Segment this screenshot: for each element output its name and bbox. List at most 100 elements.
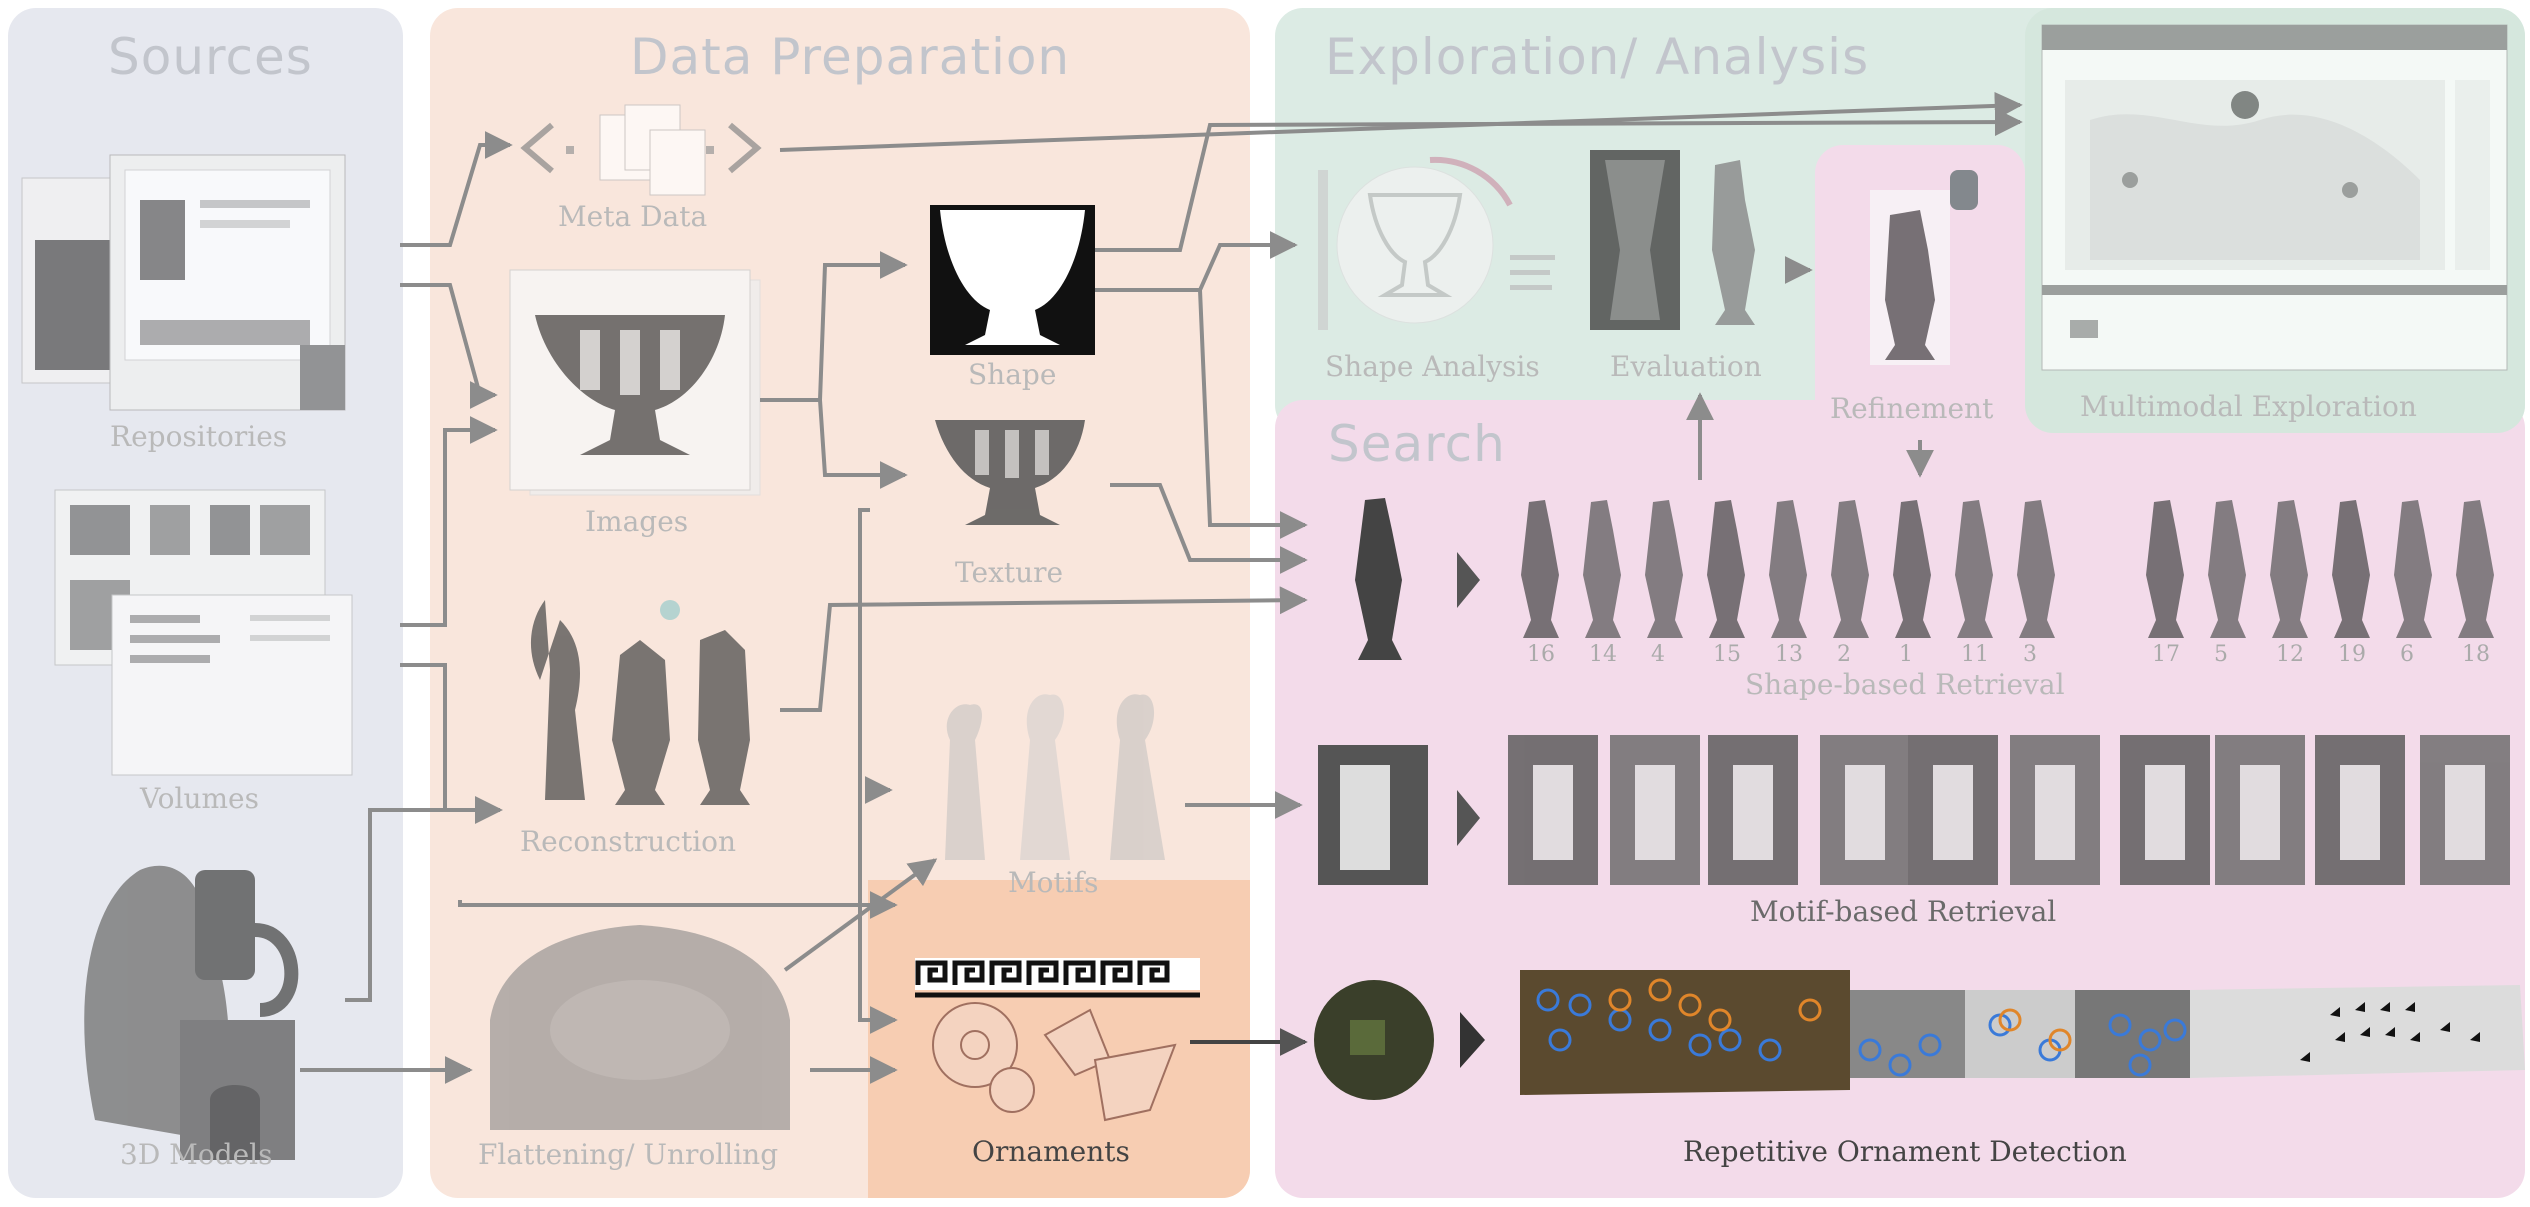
motif-query-image [1318, 745, 1480, 885]
ornaments-image [915, 958, 1200, 1122]
detection-marker-black [2440, 1022, 2450, 1032]
detection-marker-blue [2138, 1028, 2162, 1052]
detection-marker-blue [1758, 1038, 1782, 1062]
images-label: Images [585, 505, 689, 538]
detection-marker-blue [1568, 993, 1592, 1017]
detection-marker-black [2410, 1032, 2420, 1042]
flattening-image [490, 925, 790, 1130]
detection-marker-blue [1858, 1038, 1882, 1062]
images-picture [509, 269, 761, 496]
search-title: Search [1328, 415, 1506, 473]
detection-marker-black [2405, 1002, 2415, 1012]
reconstruction-label: Reconstruction [520, 825, 737, 858]
detection-marker-orange [1798, 998, 1822, 1022]
detection-marker-blue [1648, 1018, 1672, 1042]
shape-result-vase [2017, 500, 2055, 638]
motifs-image [945, 694, 1165, 860]
rank-number: 15 [1713, 642, 1741, 667]
texture-image [935, 420, 1085, 525]
shape-result-vase [1521, 500, 1559, 638]
detection-marker-blue [2108, 1013, 2132, 1037]
shape-result-vase [1955, 500, 1993, 638]
3d-models-image [84, 865, 299, 1160]
rank-number: 14 [1589, 642, 1617, 667]
detection-marker-blue [1718, 1028, 1742, 1052]
detection-marker-black [2355, 1002, 2365, 1012]
detection-marker-black [2300, 1052, 2310, 1062]
exploration-title: Exploration/ Analysis [1325, 28, 1870, 86]
detection-marker-orange [2048, 1028, 2072, 1052]
rank-number: 17 [2152, 642, 2180, 667]
detection-marker-blue [2163, 1018, 2187, 1042]
detection-marker-blue [1688, 1033, 1712, 1057]
shape-result-vase [2456, 500, 2494, 638]
motif-retrieval-results [1508, 735, 2510, 885]
rank-number: 2 [1837, 642, 1851, 667]
shape-retrieval-label: Shape-based Retrieval [1745, 668, 2065, 701]
shape-result-vase [1893, 500, 1931, 638]
refinement-label: Refinement [1830, 392, 1994, 425]
shape-result-vase [2270, 500, 2308, 638]
ornament-query-image [1314, 980, 1485, 1100]
flow-arrows [300, 91, 2023, 1084]
rank-number: 1 [1899, 642, 1913, 667]
volumes-image [54, 489, 353, 776]
evaluation-label: Evaluation [1610, 350, 1762, 383]
rank-number: 18 [2462, 642, 2490, 667]
shape-result-vase [1831, 500, 1869, 638]
shape-label: Shape [968, 358, 1057, 391]
motif-figure [1635, 765, 1675, 860]
ornament-detection-strip [1520, 970, 2525, 1095]
motif-figure [2240, 765, 2280, 860]
detection-marker-orange [1678, 993, 1702, 1017]
shape-result-vase [2146, 500, 2184, 638]
detection-marker-black [2330, 1007, 2340, 1017]
motif-figure [1845, 765, 1885, 860]
shape-result-vase [1769, 500, 1807, 638]
rank-number: 3 [2023, 642, 2037, 667]
detection-marker-blue [1536, 988, 1560, 1012]
motif-figure [2340, 765, 2380, 860]
motif-figure [2145, 765, 2185, 860]
ornament-detection-label: Repetitive Ornament Detection [1683, 1135, 2127, 1168]
detection-marker-orange [1608, 988, 1632, 1012]
ornaments-label: Ornaments [972, 1135, 1130, 1168]
detection-marker-blue [1548, 1028, 1572, 1052]
detection-marker-orange [1648, 978, 1672, 1002]
detection-marker-black [2470, 1032, 2480, 1042]
rank-number: 12 [2276, 642, 2304, 667]
detection-marker-black [2335, 1032, 2345, 1042]
rank-number: 11 [1961, 642, 1989, 667]
detection-marker-black [2360, 1027, 2370, 1037]
motif-figure [2445, 765, 2485, 860]
meta-data-icon [520, 104, 762, 196]
detection-marker-blue [2128, 1053, 2152, 1077]
shape-image [930, 205, 1095, 355]
shape-result-vase [2208, 500, 2246, 638]
rank-number: 13 [1775, 642, 1803, 667]
repositories-label: Repositories [110, 420, 288, 453]
detection-marker-black [2385, 1027, 2395, 1037]
rank-number: 6 [2400, 642, 2414, 667]
evaluation-image [1590, 150, 1755, 330]
data-preparation-title: Data Preparation [630, 28, 1071, 86]
motifs-label: Motifs [1008, 866, 1099, 899]
detection-marker-blue [1918, 1033, 1942, 1057]
shape-result-vase [2394, 500, 2432, 638]
motif-figure [2035, 765, 2075, 860]
detection-marker-orange [1708, 1008, 1732, 1032]
repositories-image [21, 154, 346, 411]
flattening-label: Flattening/ Unrolling [478, 1138, 779, 1171]
detection-marker-orange [1998, 1008, 2022, 1032]
shape-retrieval-results [1521, 500, 2494, 638]
shape-analysis-image [1318, 156, 1555, 330]
shape-result-vase [1645, 500, 1683, 638]
texture-label: Texture [955, 556, 1064, 589]
rank-number: 16 [1527, 642, 1555, 667]
meta-data-label: Meta Data [558, 200, 708, 233]
shape-result-vase [1707, 500, 1745, 638]
detection-marker-black [2380, 1002, 2390, 1012]
sources-title: Sources [108, 28, 313, 86]
motif-retrieval-label: Motif-based Retrieval [1750, 895, 2057, 928]
